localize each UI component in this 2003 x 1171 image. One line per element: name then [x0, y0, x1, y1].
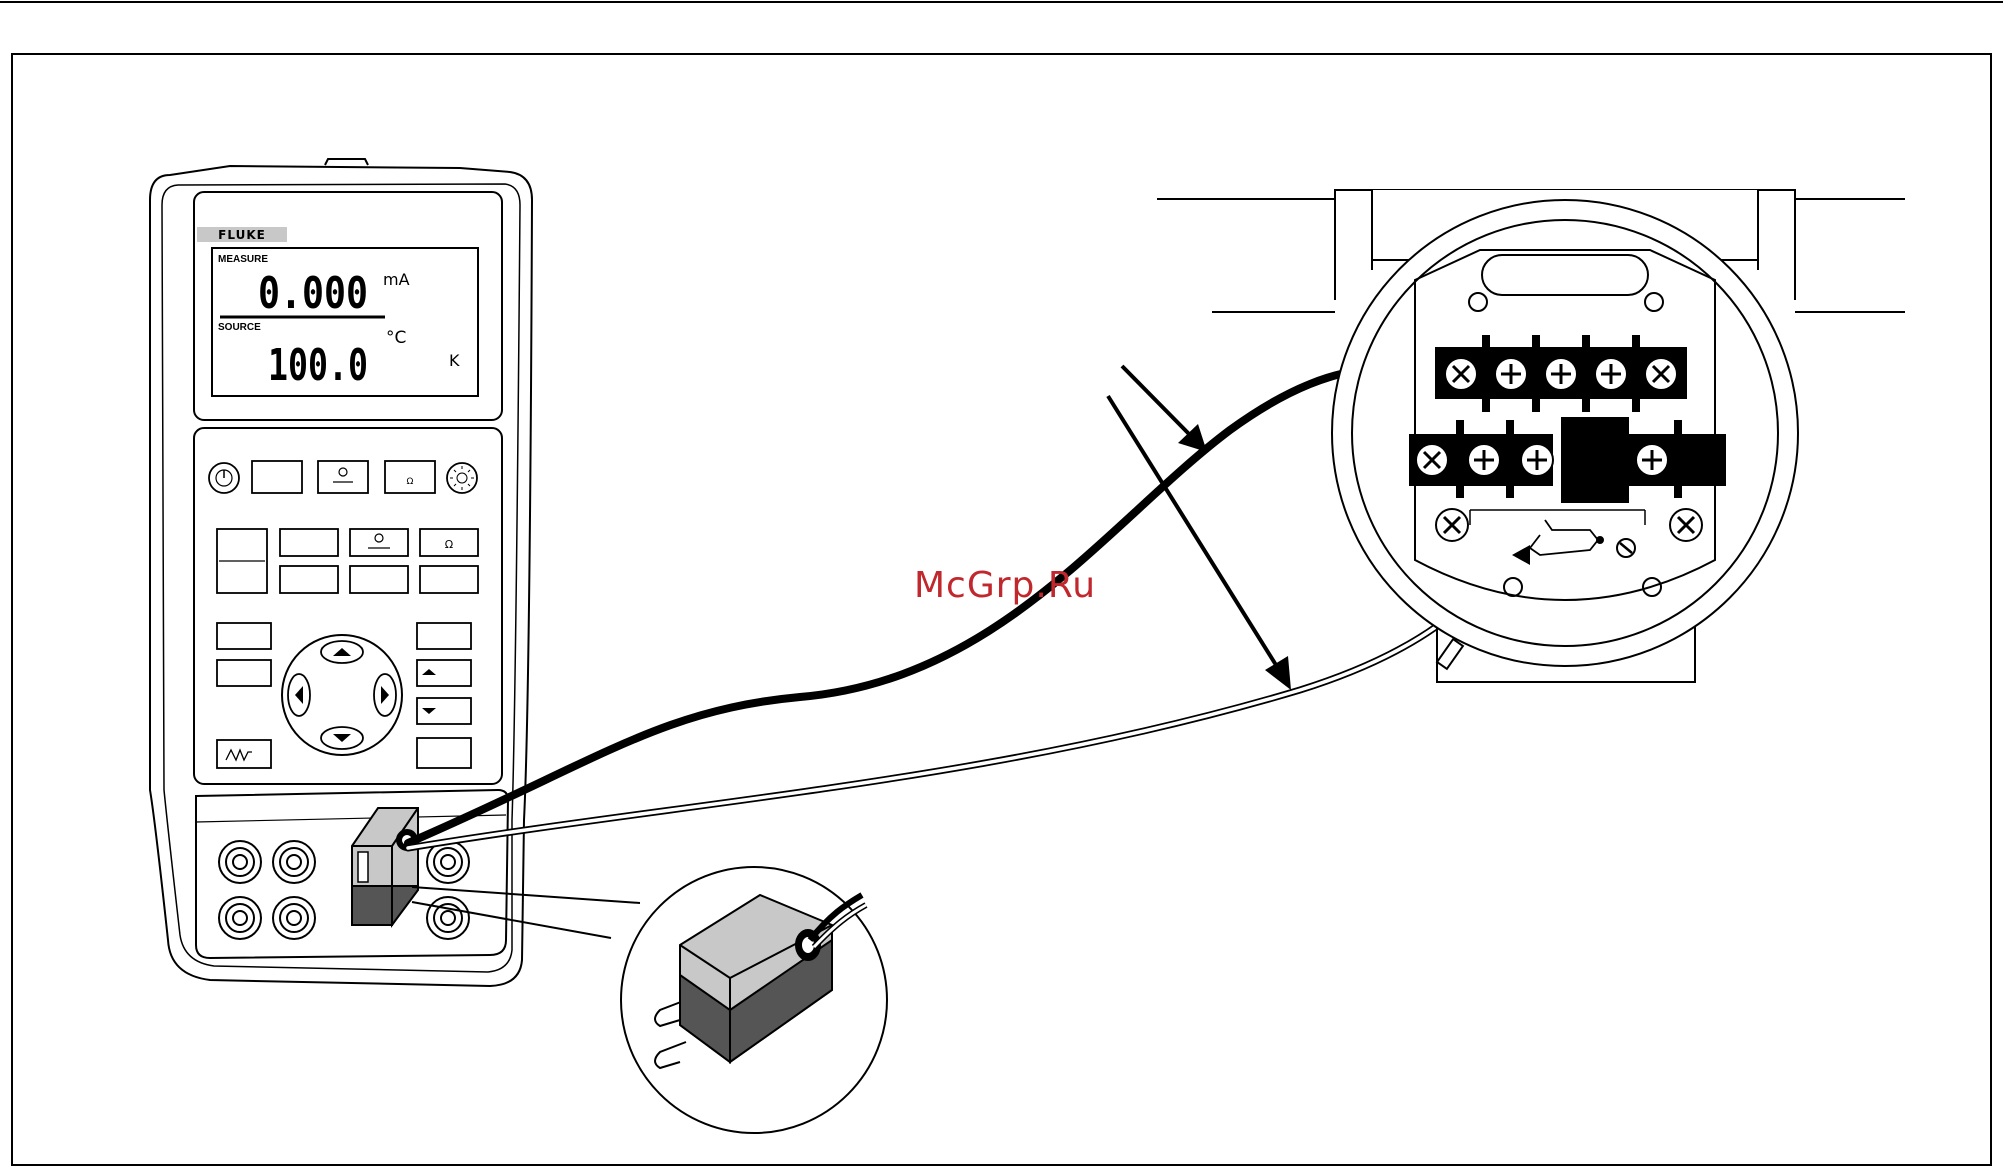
terminal-strip-bottom	[1410, 418, 1725, 502]
slotted-screw-icon	[1617, 539, 1635, 557]
screw-terminal-icon	[1445, 358, 1477, 390]
transmitter	[1157, 190, 1905, 682]
brand-logo: FLUKE	[218, 228, 266, 242]
screw-terminal-positive	[1468, 444, 1500, 476]
watermark: McGrp.Ru	[914, 565, 1096, 606]
measure-unit: mA	[383, 270, 410, 289]
tc-type-label: K	[449, 351, 460, 370]
screw-terminal-icon	[1595, 358, 1627, 390]
screw-terminal-icon	[1495, 358, 1527, 390]
arrow-to-black-wire	[1122, 366, 1190, 435]
small-ohm-icon: Ω	[407, 477, 414, 487]
screw-terminal-icon	[1416, 444, 1448, 476]
screw-terminal-icon	[1436, 509, 1468, 541]
screw-terminal-icon	[1545, 358, 1577, 390]
calibrator: FLUKE MEASURE 0.000 mA SOURCE 100.0 °C K…	[150, 159, 532, 986]
source-unit: °C	[386, 328, 406, 348]
screw-terminal-negative	[1521, 444, 1553, 476]
measure-label: MEASURE	[218, 254, 268, 265]
calibrator-top-clip	[325, 159, 368, 165]
source-value: 100.0	[268, 340, 368, 391]
pointer-arrows	[1108, 366, 1291, 690]
measure-value: 0.000	[258, 268, 368, 319]
ohm-key-icon: Ω	[445, 538, 453, 551]
screw-terminal-icon	[1670, 509, 1702, 541]
arrow-head-white	[1265, 656, 1291, 690]
screw-terminal-icon	[1645, 358, 1677, 390]
screw-terminal-icon	[1636, 444, 1668, 476]
source-label: SOURCE	[218, 322, 261, 333]
